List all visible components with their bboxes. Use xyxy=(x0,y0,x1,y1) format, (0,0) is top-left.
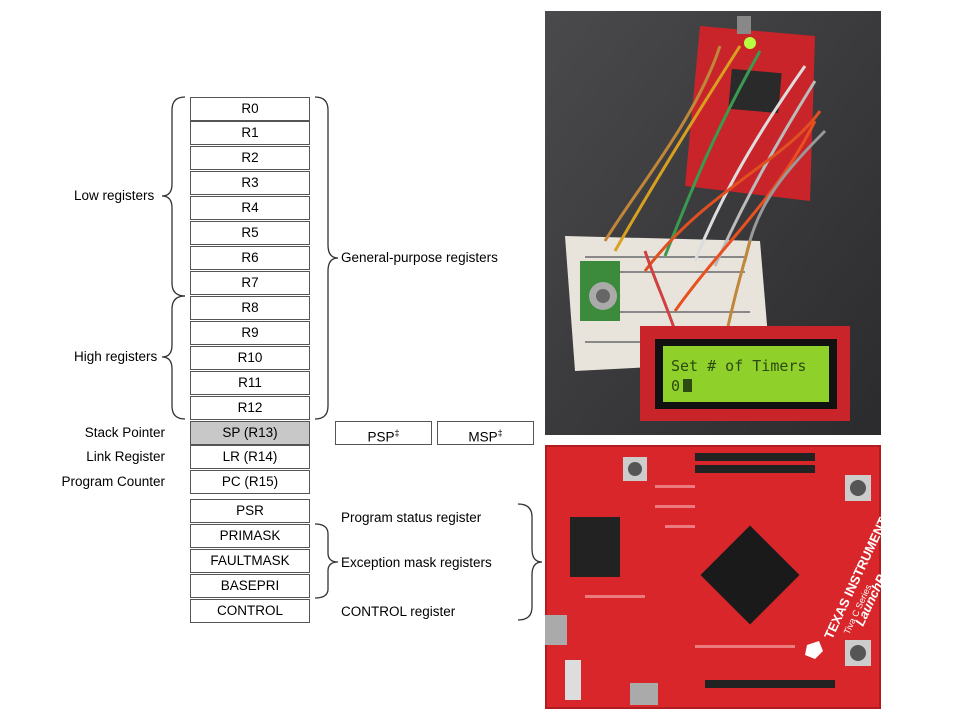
exception-mask-brace xyxy=(314,523,339,599)
register-r5: R5 xyxy=(190,221,310,245)
register-r9: R9 xyxy=(190,321,310,345)
register-faultmask: FAULTMASK xyxy=(190,549,310,573)
usb-debug-port xyxy=(545,615,567,645)
msp-dagger: ‡ xyxy=(497,428,503,438)
register-basepri: BASEPRI xyxy=(190,574,310,598)
register-control: CONTROL xyxy=(190,599,310,623)
high-registers-label: High registers xyxy=(74,349,158,364)
wires xyxy=(603,45,827,342)
register-r3: R3 xyxy=(190,171,310,195)
register-lr: LR (R14) xyxy=(190,445,310,469)
msp-box: MSP‡ xyxy=(437,421,534,445)
power-switch xyxy=(565,660,581,700)
register-r8: R8 xyxy=(190,296,310,320)
debug-chip xyxy=(570,517,620,577)
register-r4: R4 xyxy=(190,196,310,220)
high-registers-brace xyxy=(161,295,186,420)
usb-device-port xyxy=(630,683,658,705)
low-registers-label: Low registers xyxy=(74,188,155,203)
lcd-module: Set # of Timers 0 xyxy=(640,326,850,421)
register-primask: PRIMASK xyxy=(190,524,310,548)
breadboard-drawing: Set # of Timers 0 xyxy=(545,11,881,435)
lcd-line-1: Set # of Timers xyxy=(671,357,806,375)
psp-label: PSP xyxy=(367,429,395,445)
psp-dagger: ‡ xyxy=(394,428,400,438)
register-r0: R0 xyxy=(190,97,310,121)
register-r1: R1 xyxy=(190,121,310,145)
main-mcu-chip xyxy=(700,525,800,625)
stack-pointer-label: Stack Pointer xyxy=(84,425,165,440)
launchpad-drawing: TEXAS INSTRUMENTS Tiva C Series LaunchPa… xyxy=(545,445,881,709)
launchpad-photo: TEXAS INSTRUMENTS Tiva C Series LaunchPa… xyxy=(545,445,881,709)
small-launchpad xyxy=(685,16,815,201)
link-register-label: Link Register xyxy=(86,449,165,464)
lcd-line-2: 0 xyxy=(671,377,680,395)
register-r11: R11 xyxy=(190,371,310,395)
register-r2: R2 xyxy=(190,146,310,170)
control-description: CONTROL register xyxy=(341,604,456,619)
register-r6: R6 xyxy=(190,246,310,270)
register-sp: SP (R13) xyxy=(190,421,310,445)
msp-label: MSP xyxy=(468,429,498,445)
general-purpose-label: General-purpose registers xyxy=(341,250,498,265)
low-registers-brace xyxy=(161,96,186,297)
breadboard-photo: Set # of Timers 0 xyxy=(545,11,881,435)
special-registers-brace xyxy=(517,503,543,621)
psr-description: Program status register xyxy=(341,510,482,525)
psp-box: PSP‡ xyxy=(335,421,432,445)
exception-mask-description: Exception mask registers xyxy=(341,555,492,570)
ti-logo xyxy=(805,641,823,659)
buttons xyxy=(623,457,871,666)
register-pc: PC (R15) xyxy=(190,470,310,494)
register-r12: R12 xyxy=(190,396,310,420)
register-psr: PSR xyxy=(190,499,310,523)
lcd-cursor xyxy=(683,379,692,392)
program-counter-label: Program Counter xyxy=(61,474,165,489)
register-r10: R10 xyxy=(190,346,310,370)
register-r7: R7 xyxy=(190,271,310,295)
header-pins xyxy=(695,453,835,688)
general-purpose-brace xyxy=(314,96,339,420)
